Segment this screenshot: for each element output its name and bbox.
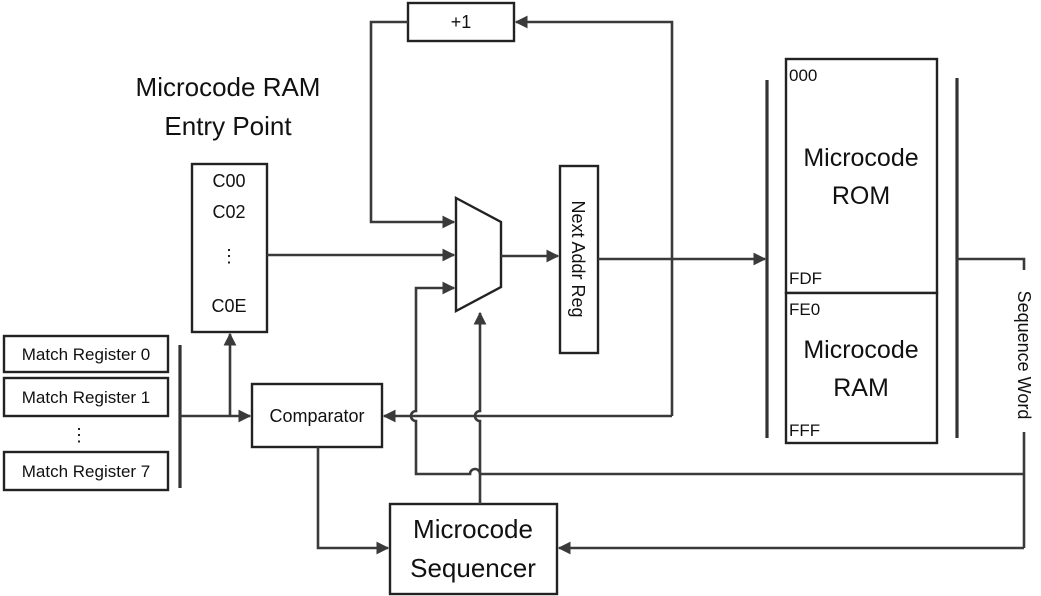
memory-to-sequence-word-wire: [957, 257, 1026, 270]
match-register-7: [2, 450, 170, 492]
sequence-word-label-bg: [1012, 270, 1036, 432]
sequencer-label-line1: Microcode: [413, 514, 533, 544]
title-line1: Microcode RAM: [136, 72, 321, 102]
microcode-ram-box: [784, 291, 939, 445]
match-register-ellipsis: ⋮: [70, 425, 88, 445]
ram-label-line2: RAM: [833, 374, 889, 402]
next-addr-reg-label: Next Addr Reg: [568, 200, 588, 317]
match-register-0: [2, 334, 170, 374]
ram-end-address: FFF: [789, 421, 820, 440]
ram-start-address: FE0: [789, 300, 820, 319]
rom-label-line1: Microcode: [803, 144, 918, 172]
sequence-word-to-mux-wire-b: [409, 281, 482, 476]
match-register-1-label: Match Register 1: [22, 388, 151, 407]
comparator-label: Comparator: [269, 406, 364, 426]
match-register-7-label: Match Register 7: [22, 462, 151, 481]
rom-start-address: 000: [789, 66, 817, 85]
entry-point-table: [190, 162, 269, 334]
ram-label-line1: Microcode: [803, 336, 918, 364]
address-mux: [454, 196, 503, 313]
sequence-word-label: Sequence Word: [1014, 291, 1034, 420]
entry-point-item-3: C0E: [211, 296, 246, 316]
sequencer-to-mux-select-wire: [473, 311, 487, 504]
sequencer-label-line2: Sequencer: [410, 553, 536, 583]
comparator-box: [250, 382, 384, 449]
match-register-0-label: Match Register 0: [22, 345, 151, 364]
microcode-sequencer-box: [388, 502, 559, 596]
title-line2: Entry Point: [164, 111, 292, 141]
match-register-1: [2, 376, 170, 418]
rom-end-address: FDF: [789, 269, 822, 288]
feedback-to-increment-wire: [514, 15, 674, 416]
entry-point-item-2: ⋮: [220, 246, 238, 266]
entry-point-item-1: C02: [212, 202, 245, 222]
increment-label: +1: [451, 12, 472, 32]
increment-to-mux-wire: [369, 20, 456, 229]
entry-point-item-0: C00: [212, 171, 245, 191]
comparator-to-sequencer-wire: [316, 447, 390, 555]
microcode-rom-box: [784, 57, 939, 295]
rom-label-line2: ROM: [832, 182, 890, 210]
